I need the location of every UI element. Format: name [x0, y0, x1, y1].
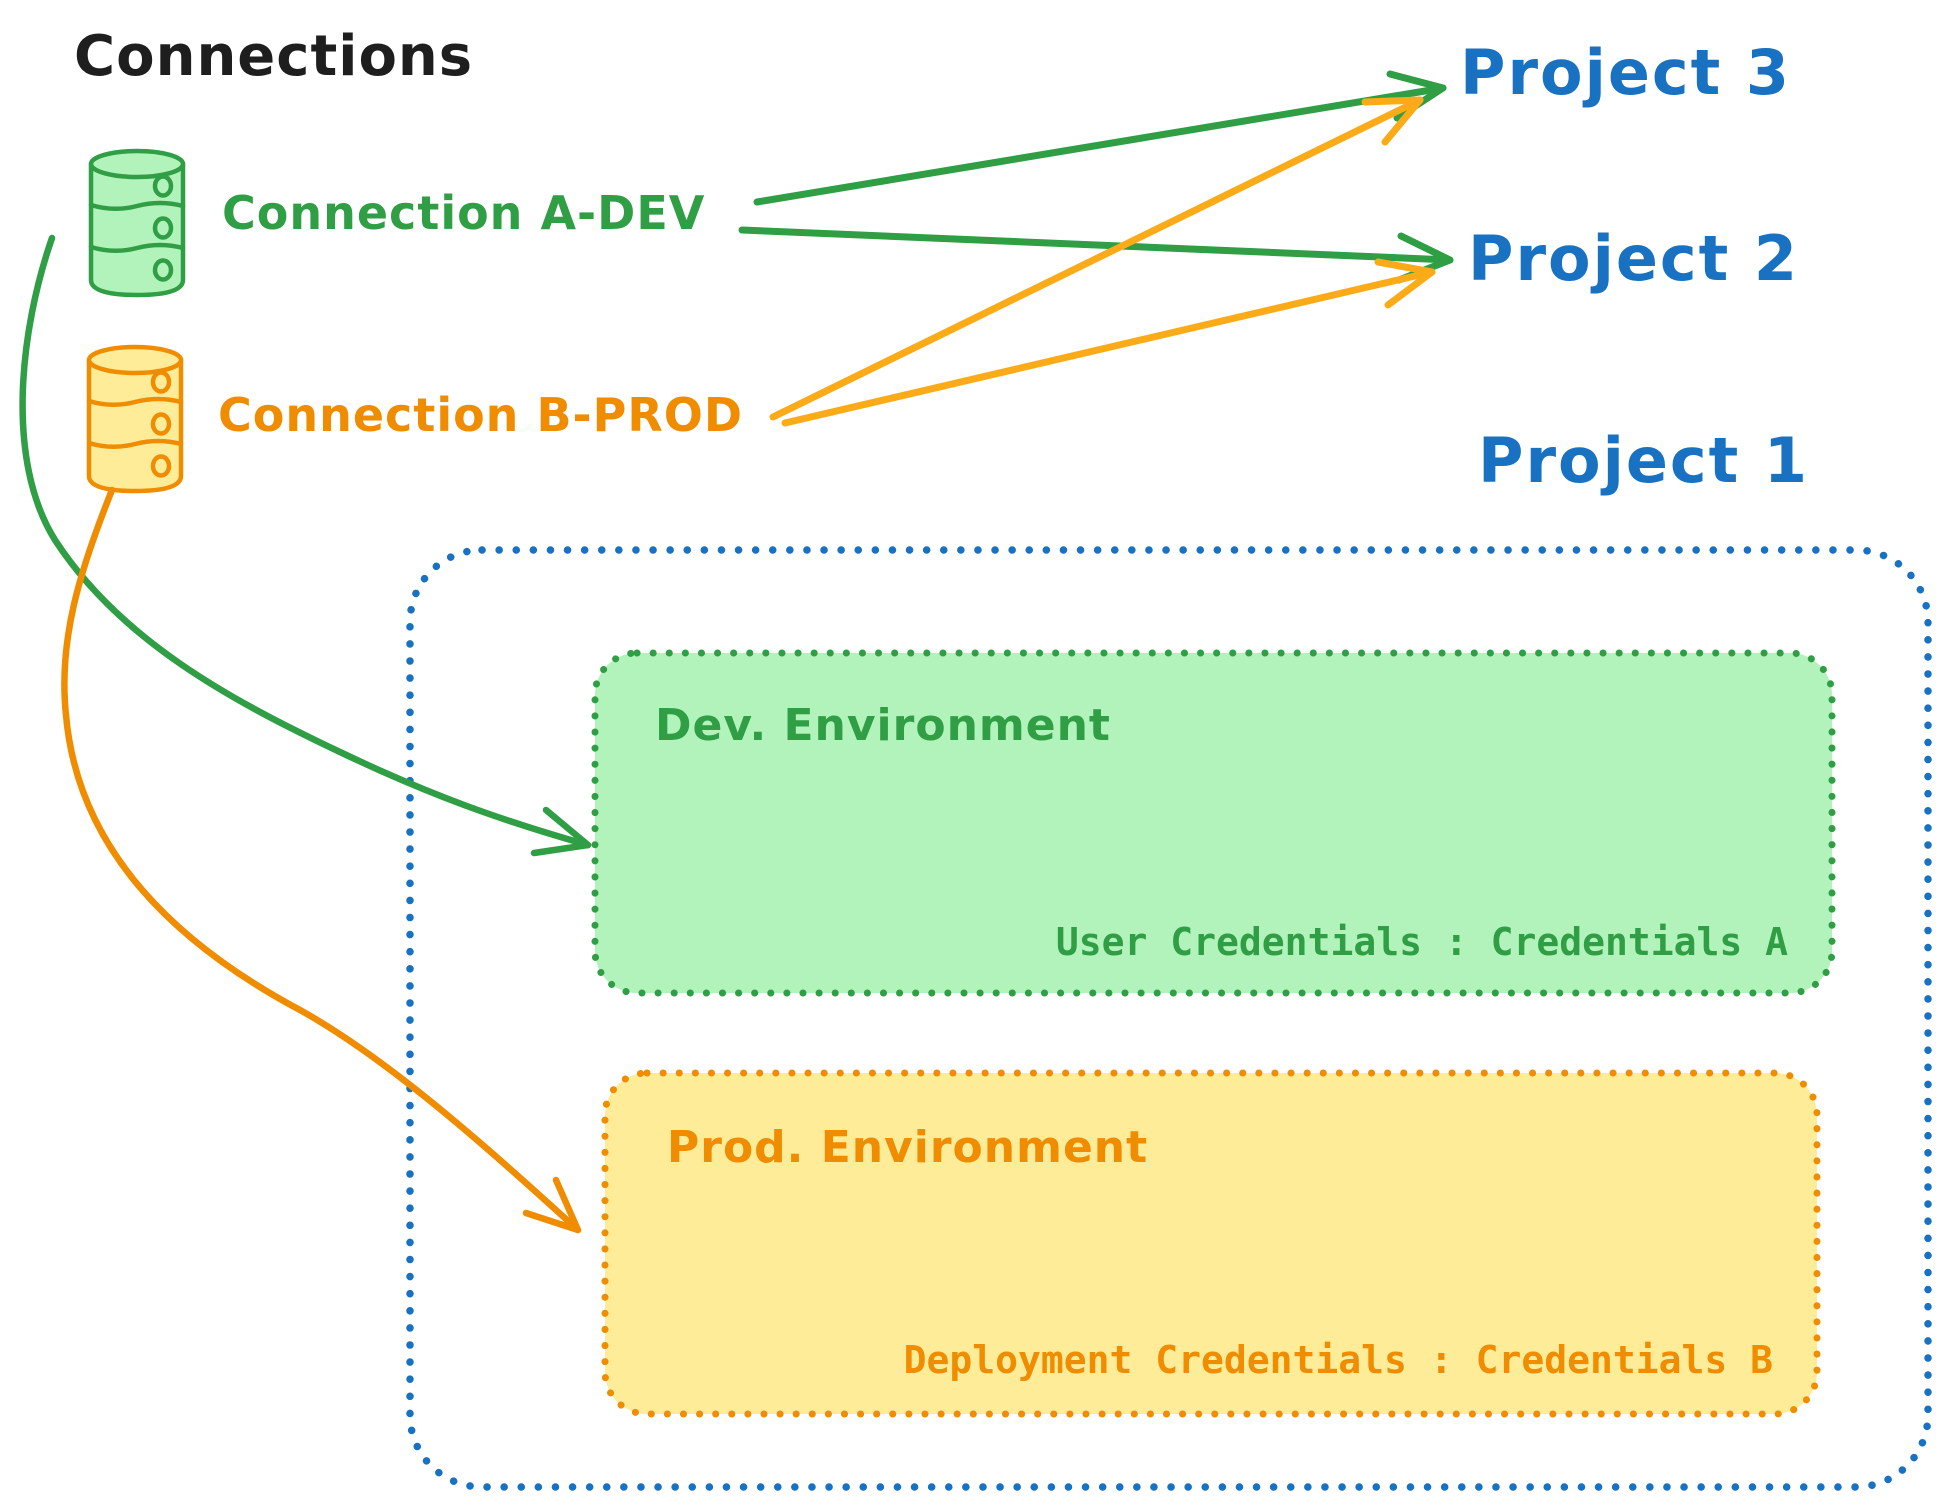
project-1-box [406, 546, 1932, 1491]
project-3-label: Project 3 [1460, 36, 1792, 109]
project-2-label: Project 2 [1468, 222, 1800, 295]
database-prod-icon [86, 344, 184, 494]
arrow-prod-db-to-prod-environment [61, 486, 582, 1234]
project-1-label: Project 1 [1478, 424, 1810, 497]
dev-environment-box [591, 649, 1836, 997]
arrow-prod-to-project3 [769, 96, 1424, 421]
prod-environment-box [601, 1069, 1821, 1418]
prod-environment-title: Prod. Environment [667, 1122, 1149, 1173]
database-dev-icon [88, 148, 186, 298]
arrow-prod-to-project2 [781, 258, 1436, 427]
dev-environment-title: Dev. Environment [655, 700, 1111, 751]
prod-environment-credentials: Deployment Credentials : Credentials B [903, 1338, 1773, 1382]
arrow-dev-db-to-dev-environment [19, 234, 592, 857]
connection-dev-label: Connection A-DEV [222, 186, 706, 240]
dev-environment-credentials: User Credentials : Credentials A [1055, 920, 1788, 964]
diagram-title: Connections [74, 24, 474, 89]
connection-prod-label: Connection B-PROD [218, 388, 744, 442]
